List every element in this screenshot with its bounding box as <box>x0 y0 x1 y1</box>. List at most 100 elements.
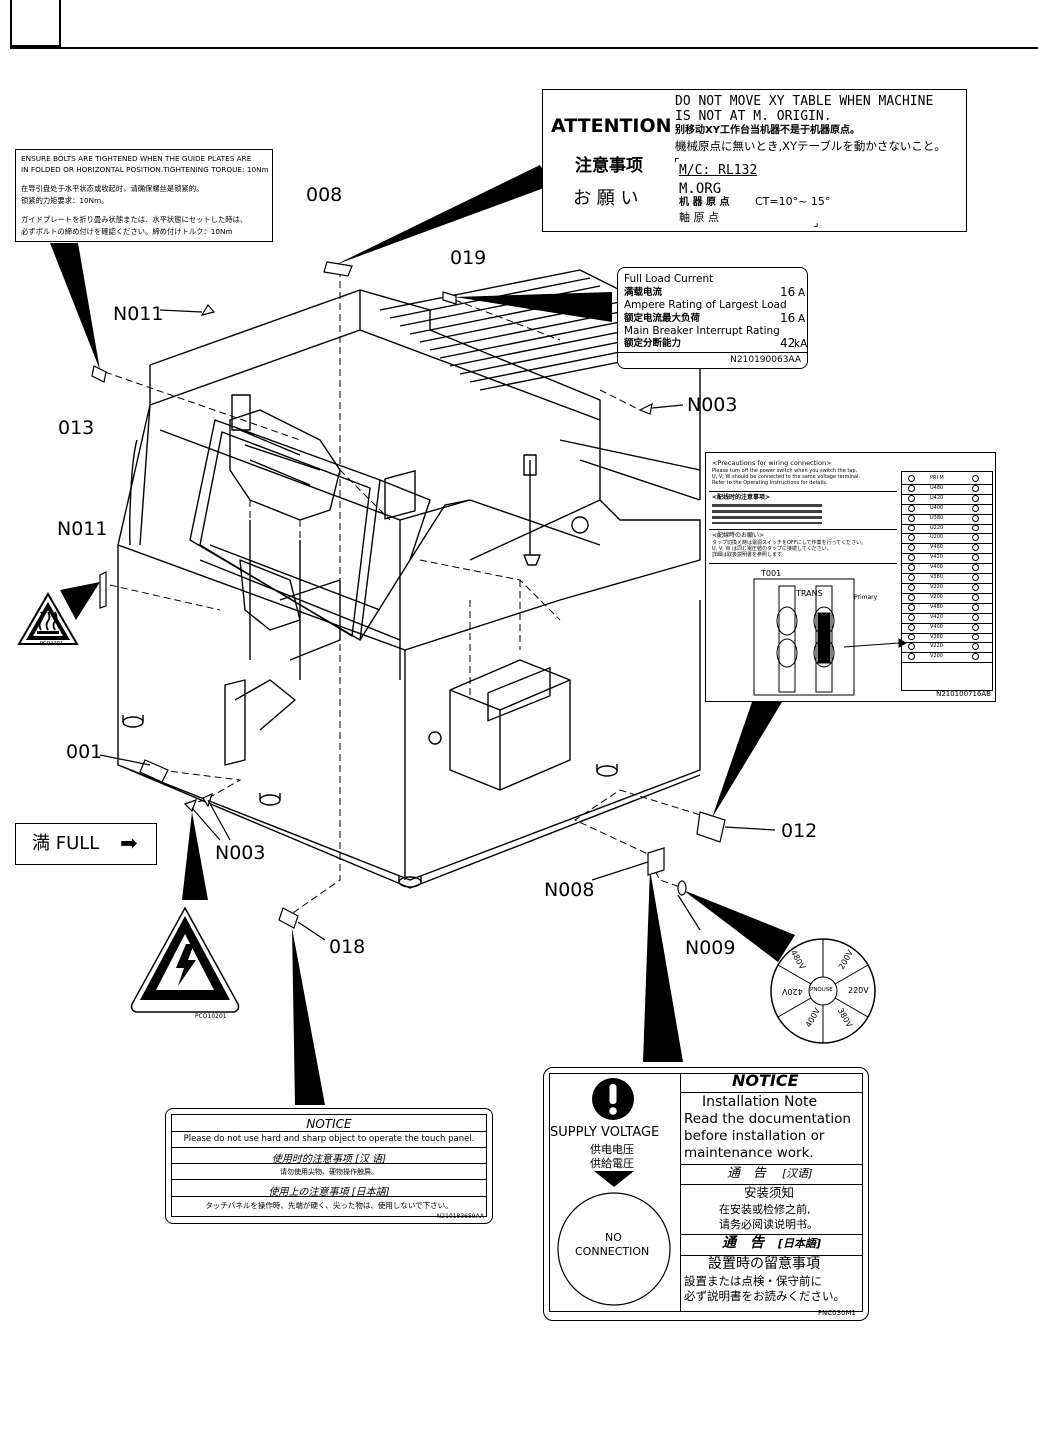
full-indicator-tag: 満 FULL ➡ <box>15 823 157 865</box>
load-row-2: 满载电流 <box>624 287 663 298</box>
terminal-row: V220 <box>902 642 992 654</box>
terminal-screw-icon <box>908 633 915 641</box>
terminal-screw-icon <box>972 653 979 661</box>
install-note-en1: Read the documentation <box>684 1111 851 1127</box>
load-row-2-value: 16 <box>780 285 796 299</box>
terminal-screw-icon <box>908 514 915 522</box>
supply-voltage-ja: 供給電圧 <box>590 1157 634 1170</box>
down-arrow-icon <box>594 1171 634 1187</box>
plate-018 <box>278 907 299 929</box>
plate-019 <box>442 291 457 305</box>
terminal-label: U200 <box>930 534 944 541</box>
touch-notice-zh: 请勿使用尖物、硬物操作触屏。 <box>280 1168 378 1176</box>
ja-notice-head: 通 告 <box>722 1235 764 1251</box>
ja-install-line2: 必ず説明書をお読みください。 <box>684 1289 845 1303</box>
wiring-ja-2: U, V, W は同じ電圧値のタップに接続してください。 <box>712 546 832 552</box>
terminal-row: V400 <box>902 623 992 634</box>
transformer-sketch <box>753 578 908 696</box>
terminal-row: V380 <box>902 633 992 644</box>
terminal-screw-icon <box>908 603 915 611</box>
ja-install-line1: 設置または点検・保守前に <box>684 1274 822 1288</box>
touch-notice-ja-title: 使用上の注意事項 [日本語] <box>268 1187 390 1198</box>
terminal-row: V400 <box>902 563 992 575</box>
leader-wedge-019 <box>455 292 612 322</box>
wiring-zh-text <box>712 504 822 524</box>
load-row-4: 额定电流最大负荷 <box>624 313 701 324</box>
guide-plate-label: ENSURE BOLTS ARE TIGHTENED WHEN THE GUID… <box>15 149 273 242</box>
terminal-label: U400 <box>930 504 944 511</box>
plate-012 <box>696 811 726 843</box>
terminal-screw-icon <box>972 584 979 591</box>
terminal-screw-icon <box>972 534 979 542</box>
terminal-label: V480 <box>930 603 943 610</box>
terminal-row: U420 <box>902 494 992 505</box>
machine-base-outline <box>117 545 701 881</box>
wiring-ja-title: <配線時のお願い> <box>712 532 765 539</box>
terminal-row: U400 <box>902 504 992 515</box>
terminal-label: V380 <box>930 633 943 640</box>
leader-wedge-n008 <box>643 870 683 1062</box>
terminal-screw-icon <box>908 653 915 661</box>
terminal-row: V420 <box>902 613 992 624</box>
terminal-screw-icon <box>908 534 915 542</box>
terminal-screw-icon <box>908 484 915 492</box>
label-n009: N009 <box>685 937 736 959</box>
terminal-label: PRI M <box>930 475 944 481</box>
terminal-screw-icon <box>908 564 915 572</box>
leader-wedge-008 <box>335 165 552 265</box>
supply-voltage-en: SUPPLY VOLTAGE <box>550 1125 660 1140</box>
plate-001 <box>139 759 169 783</box>
terminal-label: U220 <box>930 524 944 531</box>
terminal-screw-icon <box>908 613 915 621</box>
attention-line3: 别移动XY工作台当机器不是于机器原点。 <box>675 125 860 136</box>
load-row-1: Full Load Current <box>624 273 714 285</box>
guide-zh-line2: 锁紧的力矩要求：10Nm。 <box>21 196 109 205</box>
terminal-screw-icon <box>972 564 979 572</box>
label-n011-top: N011 <box>113 303 164 325</box>
exclamation-icon <box>592 1078 634 1120</box>
terminal-row: PRI M <box>902 474 992 485</box>
no-connection-circle <box>557 1192 671 1306</box>
terminal-row: V200 <box>902 593 992 604</box>
terminal-row: V200 <box>902 652 992 664</box>
zh-install-line1: 在安装或检修之前, <box>719 1203 811 1216</box>
terminal-screw-icon <box>972 475 979 482</box>
zh-notice-head: 通 告 <box>727 1166 767 1181</box>
attention-origin-zh: 机 器 原 点 <box>679 197 730 208</box>
wiring-primary: Primary <box>854 594 878 601</box>
guide-en-line1: ENSURE BOLTS ARE TIGHTENED WHEN THE GUID… <box>21 154 252 163</box>
plate-n009 <box>677 880 687 896</box>
attention-morg: M.ORG <box>679 181 722 197</box>
terminal-screw-icon <box>972 504 979 512</box>
terminal-label: V220 <box>930 643 943 650</box>
label-n003-right: N003 <box>687 394 738 416</box>
plate-n003-b <box>202 792 213 808</box>
terminal-screw-icon <box>908 584 915 591</box>
terminal-label: V380 <box>930 574 943 581</box>
signal-tower <box>523 454 541 566</box>
label-012: 012 <box>781 820 818 842</box>
terminal-row: U480 <box>902 484 992 495</box>
zh-install-line2: 请务必阅读说明书。 <box>719 1218 818 1231</box>
zh-notice-head-tag: [汉语] <box>782 1167 813 1180</box>
wiring-precautions-label: <Precautions for wiring connection> Plea… <box>705 452 996 702</box>
terminal-screw-icon <box>972 484 979 492</box>
page-header-frame <box>10 0 1038 49</box>
hot-surface-code: PCO1201 <box>40 641 64 647</box>
terminal-screw-icon <box>908 593 915 601</box>
label-001: 001 <box>66 741 103 763</box>
terminal-label: V420 <box>930 554 943 561</box>
dial-220v: 220V <box>848 986 869 995</box>
label-n003-bottom: N003 <box>215 842 266 864</box>
load-rating-label: Full Load Current 满载电流 16 A Ampere Ratin… <box>617 267 808 369</box>
wiring-title: <Precautions for wiring connection> <box>712 459 832 467</box>
leader-wedge-012 <box>712 702 782 818</box>
plate-013 <box>91 365 107 383</box>
terminal-screw-icon <box>972 554 979 562</box>
load-code: N210190063AA <box>730 355 801 365</box>
wiring-en-2: U, V, W should be connected to the same … <box>712 474 861 480</box>
terminal-label: V400 <box>930 623 943 630</box>
attention-corner-right: ⌟ <box>813 215 819 229</box>
plate-n003-right <box>638 402 653 415</box>
terminal-row: U220 <box>902 524 992 535</box>
